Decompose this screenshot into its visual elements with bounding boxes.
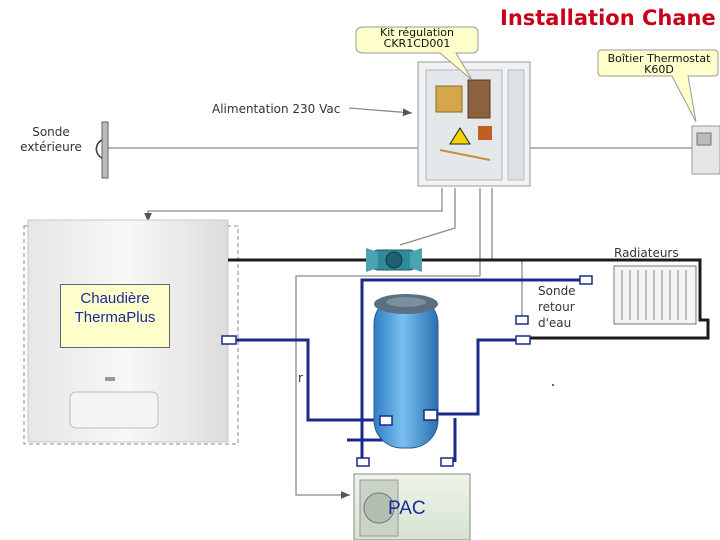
radiators-label: Radiateurs — [614, 246, 679, 260]
kit-callout-line1: Kit régulation — [380, 26, 454, 39]
hot-water-tank — [373, 294, 439, 449]
return-sensor-label-line1: Sonde — [538, 284, 576, 298]
control-kit-cabinet — [417, 61, 531, 187]
boiler-label-line1: Chaudière — [80, 290, 150, 307]
heating-circuit-pipe — [228, 258, 710, 340]
outdoor-sensor-label: Sonde extérieure — [20, 125, 82, 155]
return-sensor-label: Sonde retour d'eau — [538, 283, 576, 331]
outdoor-sensor-label-line1: Sonde — [32, 125, 70, 139]
kit-callout: Kit régulation CKR1CD001 — [358, 27, 476, 49]
circulator-pump — [366, 248, 422, 272]
r-label: r — [298, 371, 303, 385]
power-supply-label: Alimentation 230 Vac — [212, 102, 341, 116]
kit-callout-line2: CKR1CD001 — [383, 37, 451, 50]
outdoor-sensor — [95, 121, 109, 179]
heat-pump-label: PAC — [388, 498, 426, 519]
thermostat-box — [691, 125, 720, 175]
thermostat-callout: Boîtier Thermostat K60D — [598, 53, 720, 75]
signal-wires — [106, 107, 692, 499]
boiler-label-line2: ThermaPlus — [74, 309, 156, 326]
callout-thermostat-bubble — [597, 49, 719, 123]
return-sensor-label-line2: retour — [538, 300, 575, 314]
connection-markers — [221, 275, 593, 467]
boiler-label-box: Chaudière ThermaPlus — [60, 284, 170, 348]
thermostat-callout-line1: Boîtier Thermostat — [607, 52, 711, 65]
heat-pump-unit — [353, 473, 471, 540]
outdoor-sensor-label-line2: extérieure — [20, 140, 82, 154]
radiator — [613, 265, 697, 325]
callout-kit-bubble — [355, 26, 479, 81]
thermostat-callout-line2: K60D — [644, 63, 674, 76]
diagram-title: Installation Chane — [500, 6, 716, 30]
dot-mark — [552, 384, 554, 386]
return-sensor-label-line3: d'eau — [538, 316, 572, 330]
